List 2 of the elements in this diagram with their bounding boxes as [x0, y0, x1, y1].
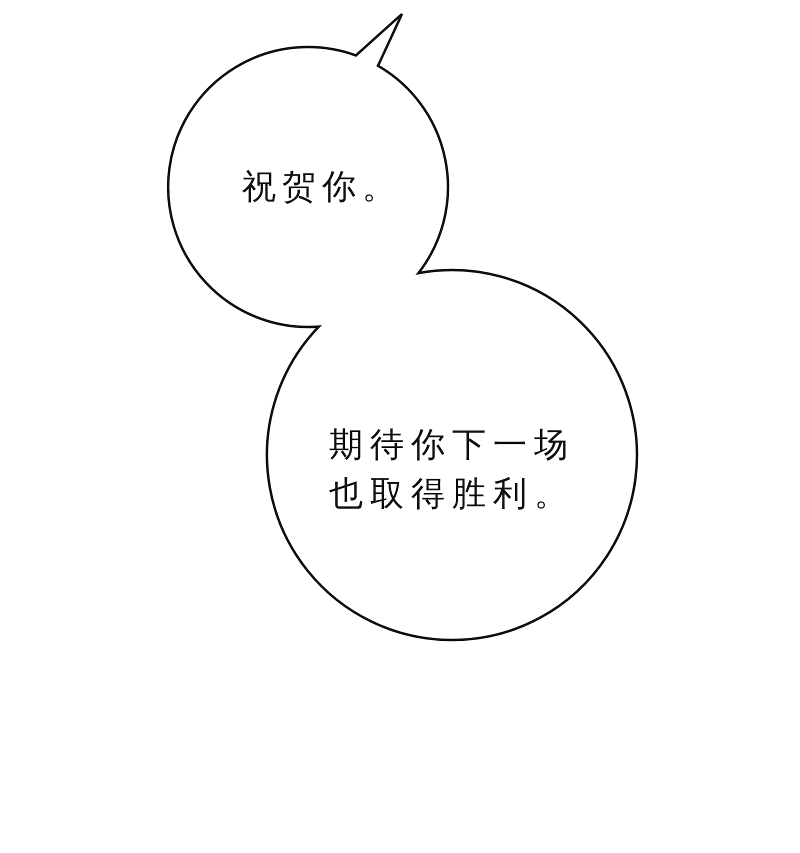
speech-bubble-text: 祝贺你。 [232, 162, 412, 212]
speech-bubble-text: 期待你下一场也取得胜利。 [322, 420, 582, 520]
